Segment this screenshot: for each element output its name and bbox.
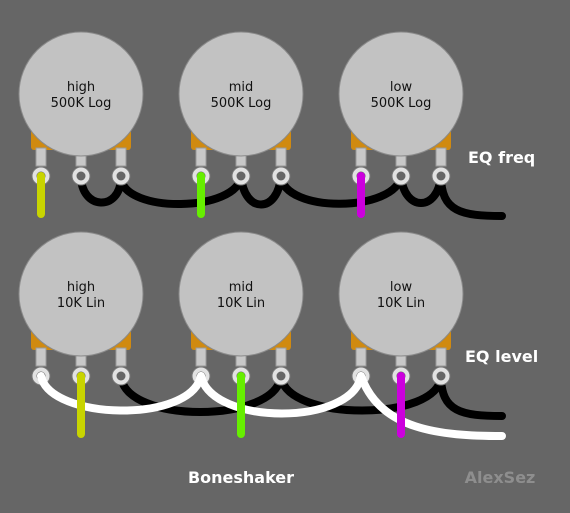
author-watermark: AlexSez: [465, 468, 536, 487]
white-wire-1: [37, 372, 205, 415]
lug-shaft-freq-high-3: [115, 147, 127, 167]
black-wire-freq-3: [237, 172, 285, 209]
lug-shaft-level-high-1: [35, 347, 47, 367]
lug-shaft-level-low-1: [355, 347, 367, 367]
pot-level-low-name: low: [390, 280, 413, 295]
lug-shaft-freq-high-1: [35, 147, 47, 167]
black-wires-layer: [77, 172, 506, 420]
lug-hole-freq-high-2: [76, 171, 86, 181]
lug-shaft-freq-low-3: [435, 147, 447, 167]
lug-hole-level-low-3: [436, 371, 446, 381]
black-wire-freq-1: [77, 172, 125, 207]
pot-body-level-mid: [178, 231, 304, 357]
diagram-title: Boneshaker: [188, 468, 294, 487]
white-wires-layer: [37, 372, 506, 440]
lug-shaft-level-low-3: [435, 347, 447, 367]
black-wire-level-2: [277, 372, 445, 415]
pot-freq-low-name: low: [390, 80, 413, 95]
pot-body-freq-high: [18, 31, 144, 157]
lug-shaft-level-mid-1: [195, 347, 207, 367]
lug-shaft-freq-mid-3: [275, 147, 287, 167]
lug-shaft-freq-low-1: [355, 147, 367, 167]
lug-hole-freq-high-3: [116, 171, 126, 181]
white-wire-3: [357, 372, 506, 440]
lug-hole-freq-low-3: [436, 171, 446, 181]
pot-freq-high-name: high: [67, 80, 95, 95]
black-wire-freq-2: [117, 172, 245, 208]
pot-level-mid-name: mid: [229, 280, 254, 295]
pot-body-freq-mid: [178, 31, 304, 157]
pot-freq-mid-value: 500K Log: [211, 96, 272, 111]
white-wire-2: [197, 372, 365, 418]
black-wire-level-3: [437, 372, 506, 420]
black-wire-freq-4: [277, 172, 405, 208]
pot-freq-high-value: 500K Log: [51, 96, 112, 111]
pot-level-high-name: high: [67, 280, 95, 295]
lug-hole-level-high-3: [116, 371, 126, 381]
colored-wires-layer: [37, 172, 405, 438]
row-label-eq-level: EQ level: [465, 347, 538, 366]
pot-freq-mid-name: mid: [229, 80, 254, 95]
lug-hole-freq-mid-2: [236, 171, 246, 181]
lug-hole-freq-mid-3: [276, 171, 286, 181]
black-wire-level-1: [117, 372, 285, 416]
lug-shaft-level-mid-3: [275, 347, 287, 367]
pot-level-mid-value: 10K Lin: [217, 296, 265, 311]
pot-level-low-value: 10K Lin: [377, 296, 425, 311]
pot-body-freq-low: [338, 31, 464, 157]
pot-level-high-value: 10K Lin: [57, 296, 105, 311]
pots-layer: [18, 31, 464, 367]
black-wire-freq-6: [437, 172, 506, 220]
lug-hole-level-mid-3: [276, 371, 286, 381]
pot-body-level-low: [338, 231, 464, 357]
lug-hole-freq-low-2: [396, 171, 406, 181]
labels-layer: high 500K Log mid 500K Log low 500K Log …: [51, 80, 539, 487]
lug-shaft-freq-mid-1: [195, 147, 207, 167]
row-label-eq-freq: EQ freq: [468, 148, 535, 167]
lug-shaft-level-high-3: [115, 347, 127, 367]
pot-body-level-high: [18, 231, 144, 357]
pot-freq-low-value: 500K Log: [371, 96, 432, 111]
